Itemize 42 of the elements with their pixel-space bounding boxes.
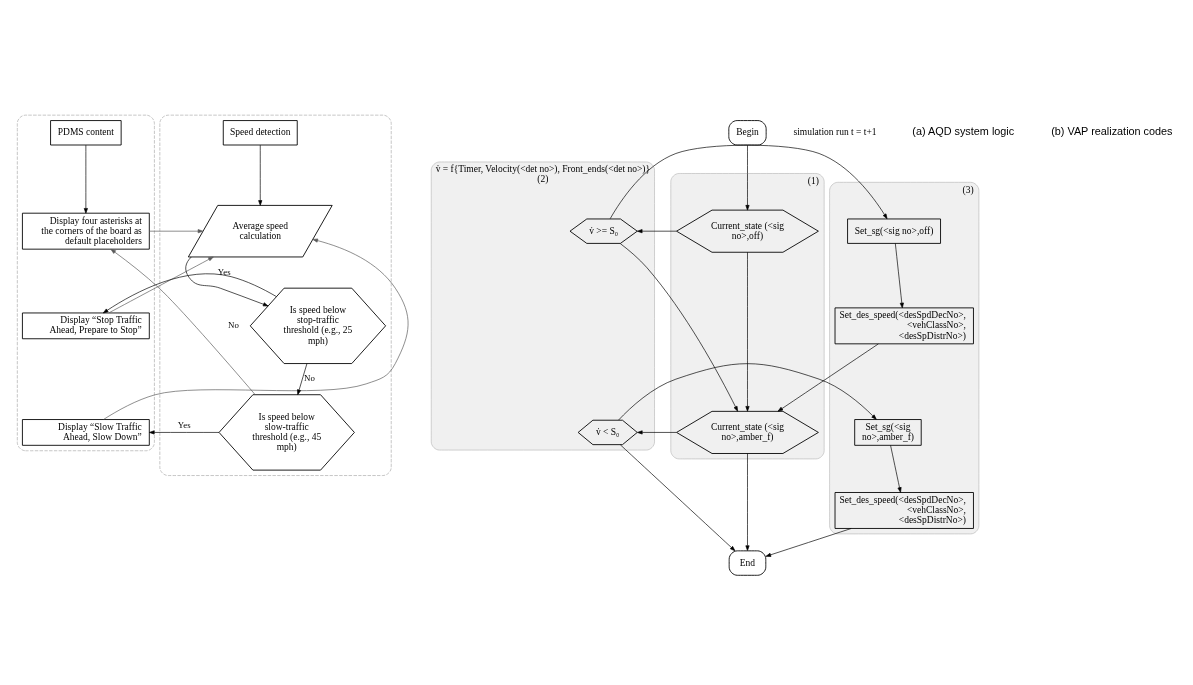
node-box: Set_des_speed(<desSpdDecNo>, <vehClassNo>, <desSpDistrNo>)	[834, 492, 974, 529]
edge-label: Yes	[217, 266, 231, 277]
arrow	[83, 144, 88, 214]
label: simulation run t = t+1	[793, 127, 877, 138]
arrow	[103, 238, 409, 420]
cluster	[159, 114, 392, 476]
arrow	[185, 256, 269, 307]
node-box: Display “Stop Traffic Ahead, Prepare to Stop”	[22, 312, 150, 340]
arrow	[609, 144, 888, 220]
node-box: Begin	[728, 120, 767, 146]
node-box: End	[728, 550, 767, 576]
arrow	[149, 430, 220, 435]
arrow	[890, 445, 902, 493]
label: (b) VAP realization codes	[1051, 125, 1173, 138]
arrow	[258, 144, 263, 206]
arrow	[777, 343, 879, 412]
arrow	[102, 273, 277, 314]
edge-label: Yes	[177, 419, 191, 430]
arrow	[108, 256, 214, 314]
arrow	[745, 144, 750, 211]
node-box: Speed detection	[222, 120, 298, 146]
arrow	[637, 229, 677, 234]
node-box: PDMS content	[50, 120, 122, 146]
arrow	[637, 430, 677, 435]
arrow	[745, 453, 750, 551]
label: (a) AQD system logic	[912, 125, 1015, 138]
node-box: Set_sg(<sig no>,off)	[847, 218, 941, 244]
arrow	[618, 363, 877, 421]
arrow	[765, 528, 852, 557]
edge-label: No	[228, 320, 239, 331]
node-box: Display “Slow Traffic Ahead, Slow Down”	[22, 419, 150, 446]
arrow	[110, 248, 256, 395]
arrow	[297, 363, 308, 395]
node-box: Set_des_speed(<desSpdDecNo>, <vehClassNo>, <desSpDistrNo>)	[834, 307, 974, 345]
edge-label: No	[304, 373, 315, 384]
node-box: Set_sg(<sig no>,amber_f)	[854, 419, 922, 446]
arrow	[620, 444, 736, 552]
arrow	[895, 243, 904, 309]
arrow	[619, 243, 738, 412]
node-box: Display four asterisks at the corners of the board as default placeholders	[22, 212, 150, 250]
arrow	[745, 251, 750, 412]
arrow	[149, 229, 204, 234]
